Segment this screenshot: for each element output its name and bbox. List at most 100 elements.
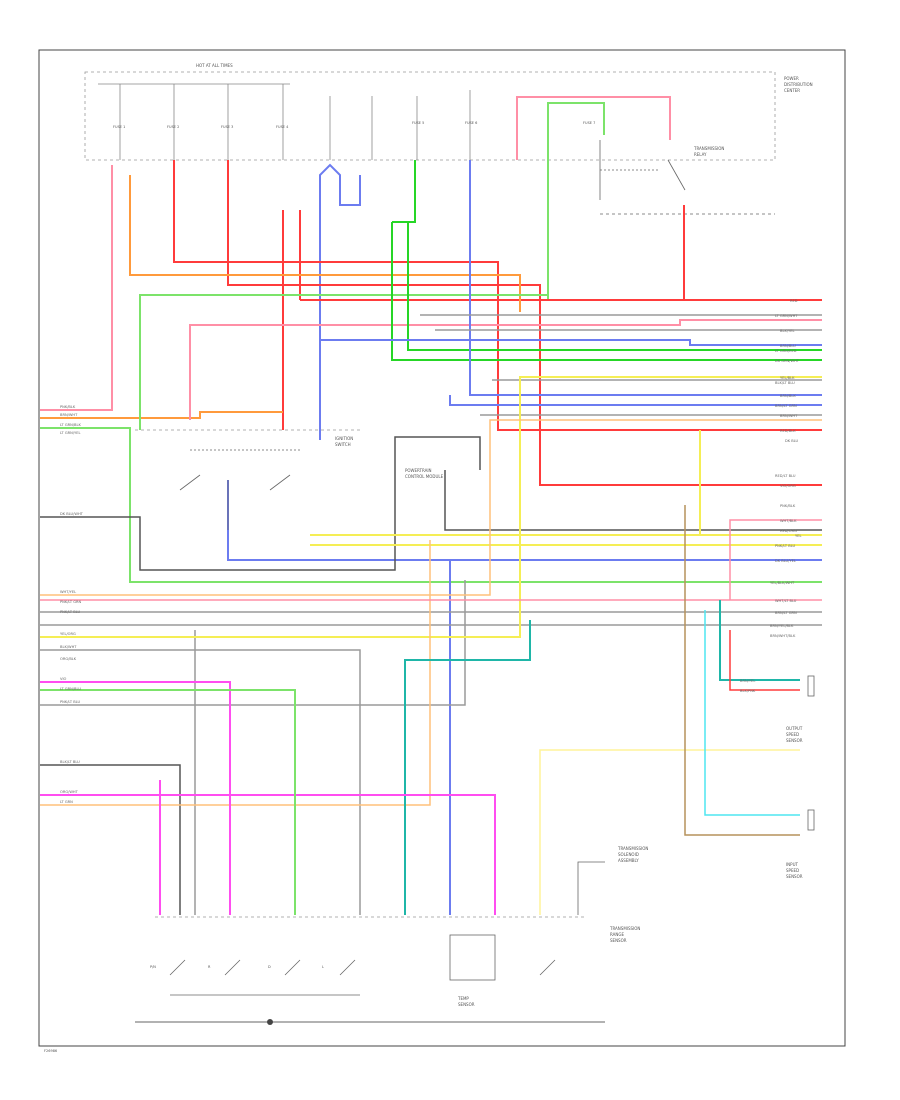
sensor-symbols: [807, 675, 815, 831]
svg-text:VIO: VIO: [60, 677, 67, 681]
pcm-label-1: POWERTRAIN: [405, 468, 432, 473]
svg-text:PNK/LT BLU: PNK/LT BLU: [60, 700, 81, 704]
pink-mid-wires: [40, 519, 822, 601]
wire-light-yellow: [539, 749, 800, 915]
wire-light-green-loop: [40, 427, 822, 583]
fuse-2-label: FUSE 2: [167, 125, 179, 129]
svg-text:RED/BLK: RED/BLK: [780, 429, 796, 433]
wire-orange-left: [40, 411, 283, 419]
svg-text:BRN/WHT/BLK: BRN/WHT/BLK: [770, 634, 796, 638]
fuse-6-label: FUSE 6: [465, 121, 477, 125]
output-speed-sensor-label-2: SPEED: [786, 732, 799, 737]
svg-text:LT GRN/WHT: LT GRN/WHT: [775, 314, 798, 318]
magenta-wires: [40, 681, 496, 915]
transmission-relay-label-2: RELAY: [694, 152, 707, 157]
svg-text:YEL/ORG: YEL/ORG: [60, 632, 76, 636]
svg-text:LT GRN/RED: LT GRN/RED: [775, 349, 797, 353]
svg-text:LT GRN/BLU: LT GRN/BLU: [60, 687, 81, 691]
switch-d-label: D: [268, 965, 271, 969]
solenoid-label-2: SOLENOID: [618, 852, 639, 857]
transmission-relay-symbol: [599, 140, 775, 215]
svg-text:DK BLU/YEL: DK BLU/YEL: [775, 559, 796, 563]
svg-text:ORG/WHT: ORG/WHT: [60, 790, 79, 794]
wire-red-output-sensor: [729, 630, 800, 691]
input-speed-sensor-label-3: SENSOR: [786, 874, 803, 879]
power-distribution-label-2: DISTRIBUTION: [784, 82, 813, 87]
fuse-7-label: FUSE 7: [583, 121, 595, 125]
output-speed-sensor-label-1: OUTPUT: [786, 726, 803, 731]
power-distribution-label-1: POWER: [784, 76, 799, 81]
svg-text:BLK/WHT: BLK/WHT: [60, 645, 77, 649]
svg-text:BRN/LT GRN: BRN/LT GRN: [775, 404, 797, 408]
right-wire-labels: RED LT GRN/WHT BLK/YEL BRN/BLU LT GRN/RE…: [740, 299, 801, 693]
power-distribution-box: [84, 71, 776, 161]
yellow-wires: [40, 376, 822, 638]
svg-text:PNK/LT BLU: PNK/LT BLU: [60, 610, 81, 614]
svg-text:DK GRN/WHT: DK GRN/WHT: [775, 359, 800, 363]
left-wire-labels: PNK/BLK BRN/WHT LT GRN/BLK LT GRN/YEL DK…: [60, 405, 84, 804]
svg-text:WHT/BLK: WHT/BLK: [780, 519, 797, 523]
wire-pink-top: [516, 96, 671, 160]
blue-wires: [227, 160, 822, 915]
wire-green-top: [547, 102, 605, 300]
fuse-3-label: FUSE 3: [221, 125, 233, 129]
svg-text:RED: RED: [790, 299, 798, 303]
ignition-switch-label-2: SWITCH: [335, 442, 351, 447]
temp-sensor-label-1: TEMP: [457, 996, 469, 1001]
svg-text:LT GRN/YEL: LT GRN/YEL: [60, 431, 81, 435]
peach-wires: [40, 419, 822, 806]
wire-pink-horizontal: [189, 319, 822, 420]
fuse-5-label: FUSE 5: [412, 121, 424, 125]
wire-pink-left: [40, 165, 113, 411]
input-speed-sensor-label-2: SPEED: [786, 868, 799, 873]
wire-light-green-top: [139, 294, 548, 430]
teal-wires: [404, 600, 800, 915]
fuse-feeds: [119, 84, 471, 160]
svg-text:YEL/BLK/WHT: YEL/BLK/WHT: [770, 581, 795, 585]
svg-text:PNK/LT GRN: PNK/LT GRN: [60, 600, 82, 604]
transmission-relay-label-1: TRANSMISSION: [693, 146, 724, 151]
svg-text:BRN/YEL/BLK: BRN/YEL/BLK: [770, 624, 794, 628]
fuse-4-label: FUSE 4: [276, 125, 289, 129]
dark-gray-wires: [40, 436, 822, 915]
svg-text:BRN/BLK: BRN/BLK: [780, 394, 796, 398]
svg-text:WHT/LT BLU: WHT/LT BLU: [775, 599, 797, 603]
switch-r-label: R: [208, 965, 211, 969]
svg-text:PNK/BLK: PNK/BLK: [780, 504, 796, 508]
svg-text:WHT/YEL: WHT/YEL: [60, 590, 76, 594]
svg-text:BLK/YEL: BLK/YEL: [780, 329, 795, 333]
svg-text:LT GRN: LT GRN: [60, 800, 73, 804]
temp-sensor-label-2: SENSOR: [458, 1002, 475, 1007]
pcm-label-2: CONTROL MODULE: [405, 474, 444, 479]
gray-wires: [40, 314, 822, 915]
svg-text:PNK/LT BLU: PNK/LT BLU: [775, 544, 796, 548]
trans-range-label-3: SENSOR: [610, 938, 627, 943]
svg-text:ORG/BLK: ORG/BLK: [60, 657, 77, 661]
svg-text:BRN/WHT: BRN/WHT: [780, 414, 798, 418]
red-wires: [173, 160, 822, 486]
svg-text:BLK/PNK: BLK/PNK: [740, 689, 756, 693]
svg-text:BLK/LT BLU: BLK/LT BLU: [775, 381, 795, 385]
switch-pn-label: P/N: [150, 965, 156, 969]
switch-l-label: L: [322, 965, 324, 969]
svg-text:BRN/WHT: BRN/WHT: [60, 413, 78, 417]
solenoid-label-3: ASSEMBLY: [618, 858, 639, 863]
svg-text:RED/LT BLU: RED/LT BLU: [775, 474, 796, 478]
svg-text:PNK/BLK: PNK/BLK: [60, 405, 76, 409]
svg-text:BRN/YEL: BRN/YEL: [740, 679, 755, 683]
wire-solenoid-feed: [577, 861, 605, 915]
hot-at-all-times-label: HOT AT ALL TIMES: [196, 63, 233, 68]
svg-text:RED/ORG: RED/ORG: [780, 529, 797, 533]
solenoid-label-1: TRANSMISSION: [617, 846, 648, 851]
wire-cyan: [704, 610, 800, 816]
figure-code: F26986: [44, 1049, 57, 1053]
trans-range-label-1: TRANSMISSION: [609, 926, 640, 931]
power-distribution-label-3: CENTER: [784, 88, 800, 93]
ground-icon: [267, 1019, 273, 1025]
svg-text:BLK/LT BLU: BLK/LT BLU: [60, 760, 80, 764]
ignition-switch-label-1: IGNITION: [335, 436, 353, 441]
svg-text:YEL/BLK: YEL/BLK: [780, 376, 795, 380]
svg-text:VIO/ORG: VIO/ORG: [780, 484, 796, 488]
wire-tan: [684, 505, 800, 836]
